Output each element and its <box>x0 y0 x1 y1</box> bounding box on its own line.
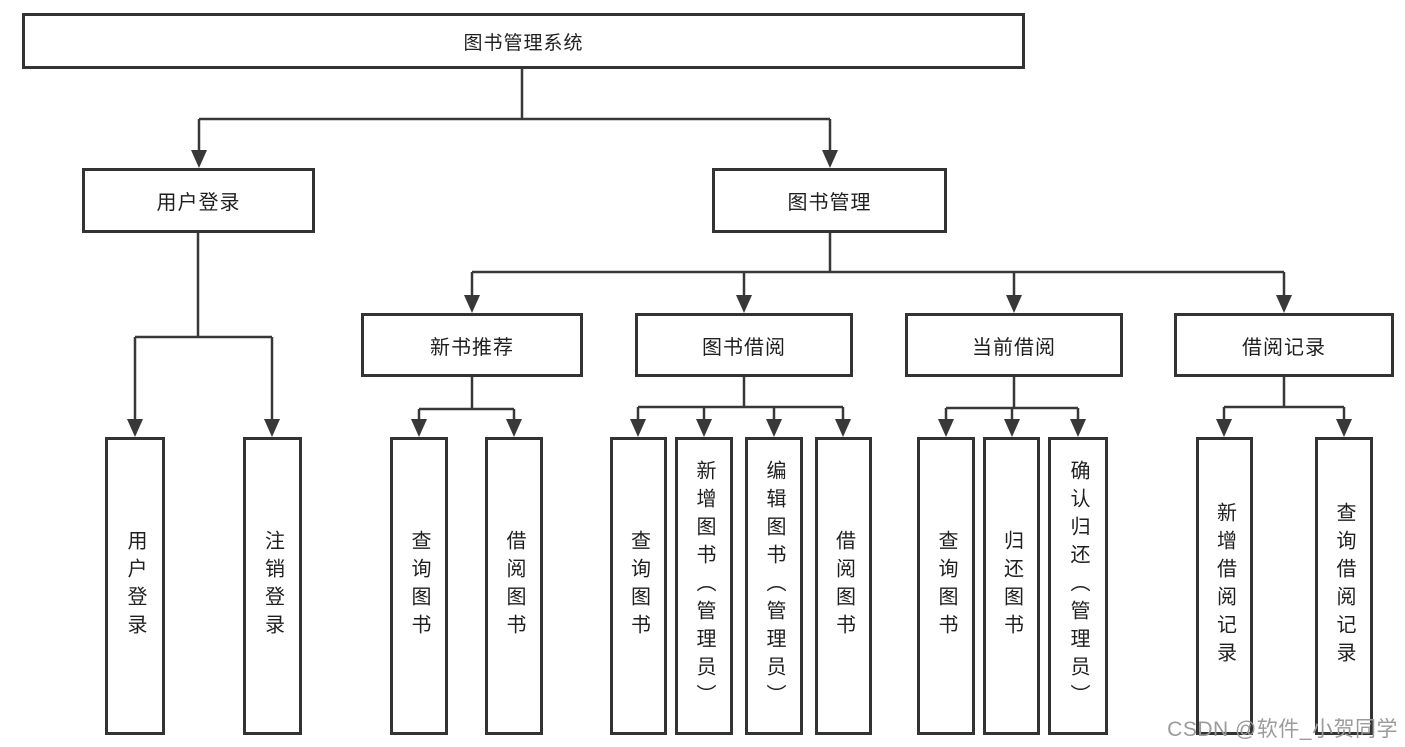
node-new-book-recommend: 新书推荐 <box>361 313 583 377</box>
node-label: 归还图书 <box>1000 530 1023 642</box>
leaf-edit-books-admin: 编辑图书（管理员） <box>745 437 803 735</box>
node-label: 新增借阅记录 <box>1213 502 1236 670</box>
node-label: 新书推荐 <box>430 336 514 359</box>
edge-current-borrow-to-leaves <box>944 377 1080 421</box>
node-current-borrow: 当前借阅 <box>905 313 1123 377</box>
node-label: 用户登录 <box>156 192 241 214</box>
node-label: 查询图书 <box>408 530 430 642</box>
leaf-query-books-borrow: 查询图书 <box>610 437 667 735</box>
leaf-query-borrow-record: 查询借阅记录 <box>1315 437 1373 735</box>
node-label: 查询借阅记录 <box>1333 502 1355 670</box>
node-label: 借阅记录 <box>1242 336 1326 359</box>
node-label: 新增图书（管理员） <box>693 460 715 712</box>
leaf-add-books-admin: 新增图书（管理员） <box>675 437 733 735</box>
leaf-query-books-recommend: 查询图书 <box>390 437 448 735</box>
edge-root-to-level2 <box>197 69 832 152</box>
node-label: 图书管理 <box>787 192 872 214</box>
node-label: 图书管理系统 <box>463 32 584 54</box>
node-label: 当前借阅 <box>972 336 1056 359</box>
leaf-confirm-return-admin: 确认归还（管理员） <box>1048 437 1108 735</box>
leaf-borrow-books-recommend: 借阅图书 <box>485 437 543 735</box>
node-label: 查询图书 <box>627 530 650 642</box>
arrowheads <box>127 150 1352 437</box>
edge-book-borrow-to-leaves <box>636 377 845 421</box>
leaf-return-books: 归还图书 <box>983 437 1040 735</box>
node-book-borrow: 图书借阅 <box>635 313 853 377</box>
edge-borrow-records-to-leaves <box>1222 377 1346 421</box>
node-user-login: 用户登录 <box>82 168 315 233</box>
edge-book-management-to-level3 <box>470 233 1286 297</box>
node-label: 确认归还（管理员） <box>1067 460 1089 712</box>
leaf-add-borrow-record: 新增借阅记录 <box>1196 437 1253 735</box>
leaf-query-books-current: 查询图书 <box>917 437 975 735</box>
leaf-logout: 注销登录 <box>243 437 302 735</box>
csdn-watermark: CSDN @软件_小贺同学 <box>1167 718 1398 741</box>
node-label: 注销登录 <box>261 530 284 642</box>
node-book-management: 图书管理 <box>712 168 947 233</box>
leaf-user-login: 用户登录 <box>105 437 165 735</box>
node-label: 编辑图书（管理员） <box>763 460 785 712</box>
node-label: 查询图书 <box>935 530 957 642</box>
edge-user-login-to-leaves <box>133 233 274 421</box>
node-label: 借阅图书 <box>503 530 525 642</box>
edge-new-book-recommend-to-leaves <box>417 377 516 421</box>
node-label: 用户登录 <box>124 530 146 642</box>
node-label: 图书借阅 <box>702 336 786 359</box>
leaf-borrow-books: 借阅图书 <box>815 437 872 735</box>
node-label: 借阅图书 <box>832 530 855 642</box>
node-root-system: 图书管理系统 <box>22 13 1025 69</box>
node-borrow-records: 借阅记录 <box>1174 313 1394 377</box>
